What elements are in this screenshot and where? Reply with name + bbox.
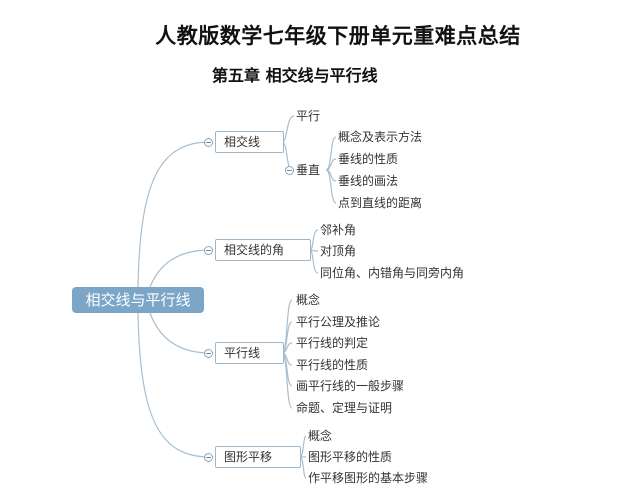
leaf-b0-1[interactable]: 垂直	[296, 163, 321, 177]
link-b1-c0	[309, 229, 319, 251]
page-title: 人教版数学七年级下册单元重难点总结	[0, 20, 640, 50]
leaf-b3-1[interactable]: 图形平移的性质	[308, 450, 393, 464]
leaf-b3-2[interactable]: 作平移图形的基本步骤	[308, 471, 429, 485]
collapse-toggle-b2[interactable]	[204, 349, 213, 358]
leaf-b1-1[interactable]: 对顶角	[320, 244, 357, 258]
leaf-b0v-1[interactable]: 垂线的性质	[338, 152, 399, 166]
leaf-b0-0[interactable]: 平行	[296, 109, 321, 123]
link-b0v-3	[325, 169, 337, 204]
link-b1-c2	[309, 249, 319, 274]
collapse-toggle-b0-sub[interactable]	[285, 166, 294, 175]
branch-node-1[interactable]: 相交线的角	[215, 239, 311, 261]
link-root-b2	[149, 312, 211, 354]
leaf-b1-2[interactable]: 同位角、内错角与同旁内角	[320, 266, 465, 280]
leaf-b2-2[interactable]: 平行线的判定	[296, 336, 369, 350]
leaf-b2-1[interactable]: 平行公理及推论	[296, 315, 381, 329]
link-root-b0	[137, 141, 211, 288]
collapse-toggle-b1[interactable]	[204, 246, 213, 255]
leaf-b0v-0[interactable]: 概念及表示方法	[338, 130, 423, 144]
leaf-b2-0[interactable]: 概念	[296, 293, 321, 307]
link-root-b1	[149, 249, 211, 288]
branch-node-0[interactable]: 相交线	[215, 131, 284, 153]
link-b0v-0	[325, 136, 337, 171]
leaf-b3-0[interactable]: 概念	[308, 429, 333, 443]
leaf-b2-5[interactable]: 命题、定理与证明	[296, 401, 393, 415]
collapse-toggle-b3[interactable]	[204, 453, 213, 462]
leaf-b0v-2[interactable]: 垂线的画法	[338, 174, 399, 188]
branch-node-2[interactable]: 平行线	[215, 342, 284, 364]
leaf-b2-4[interactable]: 画平行线的一般步骤	[296, 379, 405, 393]
leaf-b1-0[interactable]: 邻补角	[320, 223, 357, 237]
chapter-subtitle: 第五章 相交线与平行线	[212, 66, 378, 85]
leaf-b0v-3[interactable]: 点到直线的距离	[338, 196, 423, 210]
collapse-toggle-b0[interactable]	[204, 138, 213, 147]
link-root-b3	[137, 312, 211, 458]
mindmap-root[interactable]: 相交线与平行线	[72, 287, 204, 313]
page-title-text: 人教版数学七年级下册单元重难点总结	[155, 24, 521, 48]
branch-node-3[interactable]: 图形平移	[215, 446, 301, 468]
leaf-b2-3[interactable]: 平行线的性质	[296, 358, 369, 372]
